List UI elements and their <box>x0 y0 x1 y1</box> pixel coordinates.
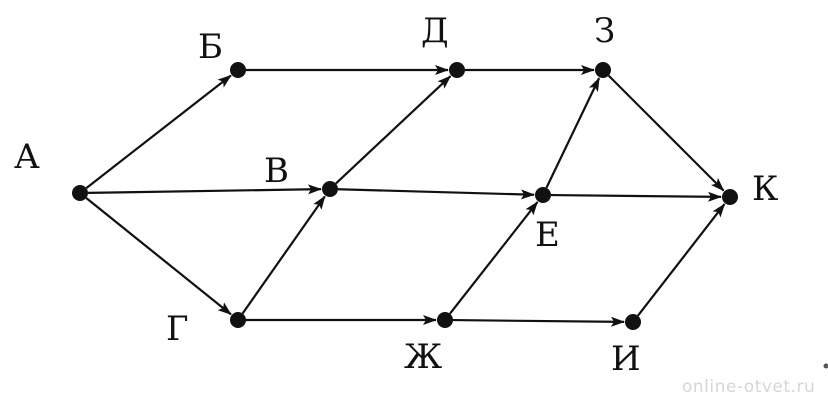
node-label-d: Д <box>421 11 449 51</box>
node-label-v: В <box>264 151 289 191</box>
edge-zh-e <box>449 201 539 315</box>
edge-zh-i <box>452 316 626 327</box>
node-zh <box>437 312 453 328</box>
edge-i-k <box>637 203 726 317</box>
node-label-k: К <box>752 169 778 209</box>
node-v <box>322 181 338 197</box>
node-a <box>72 185 88 201</box>
node-b <box>230 62 246 78</box>
edges-layer <box>85 65 726 327</box>
node-e <box>535 187 551 203</box>
nodes-layer <box>72 62 738 330</box>
node-label-b: Б <box>198 27 223 67</box>
node-z <box>595 62 611 78</box>
node-label-zh: Ж <box>404 337 442 377</box>
node-k <box>722 189 738 205</box>
node-label-e: Е <box>535 215 560 255</box>
node-d <box>449 62 465 78</box>
node-label-i: И <box>611 339 641 379</box>
node-label-a: А <box>14 137 40 177</box>
node-g <box>230 312 246 328</box>
labels-layer: А Б В Г Д Е Ж З И К <box>14 11 778 379</box>
edge-v-d <box>335 75 452 185</box>
edge-e-k <box>550 191 723 202</box>
edge-z-k <box>607 74 725 192</box>
edge-a-v <box>87 184 323 195</box>
watermark-text: online-otvet.ru <box>682 377 815 397</box>
edge-e-z <box>545 77 601 189</box>
node-i <box>625 314 641 330</box>
stray-dot <box>823 363 828 369</box>
node-label-z: З <box>594 11 615 51</box>
node-label-g: Г <box>166 309 189 349</box>
edge-a-g <box>85 197 232 316</box>
edge-a-b <box>85 74 232 189</box>
edge-v-e <box>337 188 536 200</box>
edge-g-v <box>241 195 326 315</box>
